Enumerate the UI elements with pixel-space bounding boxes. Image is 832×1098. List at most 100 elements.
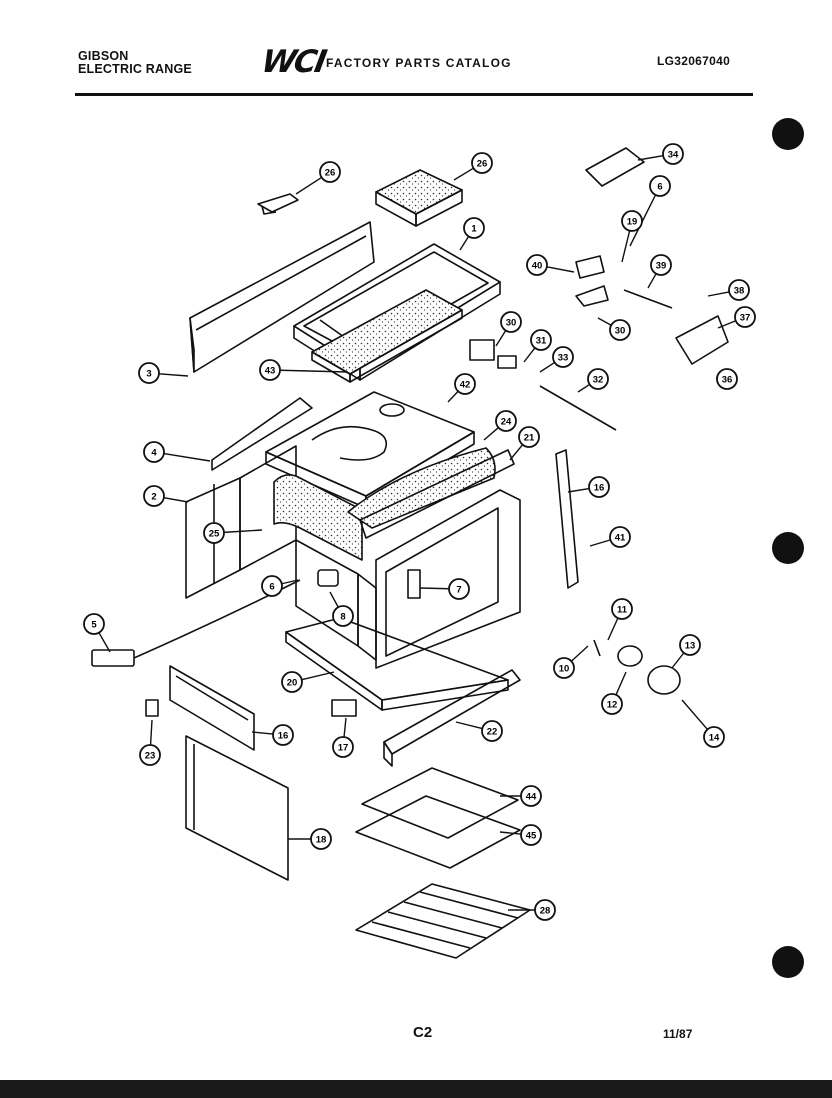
- callout-number: 24: [501, 417, 512, 428]
- callout-circle: [495, 410, 517, 432]
- callout-c26a: 26: [295, 161, 341, 195]
- callout-circle: [138, 362, 160, 384]
- catalog-date: 11/87: [663, 1027, 693, 1041]
- callout-c6b: 6: [629, 175, 671, 247]
- callout-number: 33: [558, 353, 569, 364]
- callout-circle: [662, 143, 684, 165]
- callout-leader: [279, 369, 349, 373]
- page-code: C2: [413, 1024, 433, 1041]
- insulation-pad-part: [311, 289, 463, 383]
- callout-c19: 19: [621, 210, 643, 263]
- callout-circle: [587, 368, 609, 390]
- callout-circle: [734, 306, 756, 328]
- callout-leader: [223, 529, 263, 534]
- callout-c1: 1: [459, 217, 485, 251]
- brand-line-1: GIBSON: [78, 49, 129, 63]
- rear-panel-part: [189, 221, 375, 373]
- catalog-title: FACTORY PARTS CATALOG: [326, 56, 512, 70]
- model-number: LG32067040: [657, 54, 731, 68]
- lower-bracket-part: [145, 665, 357, 751]
- callout-c20: 20: [281, 671, 335, 693]
- header-rule: [75, 93, 753, 96]
- callout-leader: [163, 452, 211, 462]
- callout-circle: [520, 785, 542, 807]
- callout-number: 19: [627, 217, 638, 228]
- callout-leader: [98, 632, 111, 653]
- callout-number: 40: [532, 261, 543, 272]
- callout-number: 30: [506, 318, 517, 329]
- callout-circle: [526, 254, 548, 276]
- callout-c34: 34: [637, 143, 684, 165]
- top-insulation-part: [375, 169, 463, 227]
- callout-leader: [281, 579, 299, 585]
- oven-cavity-part: [295, 489, 521, 669]
- callout-number: 36: [722, 375, 733, 386]
- callout-leader: [577, 383, 590, 393]
- rack-pad-part: [355, 767, 521, 869]
- callout-layer: 1234566781011121314161617181920212223242…: [83, 143, 756, 921]
- callout-number: 7: [456, 585, 461, 596]
- callout-leader: [707, 291, 730, 297]
- broiler-rack-part: [355, 883, 531, 959]
- callout-number: 11: [617, 605, 628, 616]
- callout-number: 13: [685, 641, 696, 652]
- callout-c17: 17: [332, 717, 354, 758]
- callout-c30a: 30: [495, 311, 522, 347]
- callout-number: 17: [338, 743, 349, 754]
- callout-c11: 11: [607, 598, 633, 641]
- callout-circle: [601, 693, 623, 715]
- callout-circle: [649, 175, 671, 197]
- callout-c38: 38: [707, 279, 750, 301]
- callout-c22: 22: [455, 720, 503, 742]
- callout-number: 26: [325, 168, 336, 179]
- callout-leader: [149, 719, 153, 746]
- callout-c18: 18: [288, 828, 332, 850]
- kick-plate-part: [383, 669, 521, 767]
- brand-name: GIBSON ELECTRIC RANGE: [78, 50, 192, 76]
- control-components-part: [469, 147, 729, 695]
- callout-leader: [453, 167, 474, 181]
- callout-circle: [728, 279, 750, 301]
- callout-circle: [203, 522, 225, 544]
- callout-number: 37: [740, 313, 751, 324]
- callout-leader: [647, 273, 657, 289]
- callout-circle: [332, 605, 354, 627]
- callout-circle: [703, 726, 725, 748]
- callout-number: 12: [607, 700, 618, 711]
- callout-circle: [471, 152, 493, 174]
- callout-number: 23: [145, 751, 156, 762]
- callout-c7: 7: [419, 578, 470, 600]
- callout-c6a: 6: [261, 575, 299, 597]
- callout-circle: [520, 824, 542, 846]
- callout-number: 31: [536, 336, 547, 347]
- bottom-frame-part: [285, 617, 509, 711]
- binder-hole-top: [772, 118, 804, 150]
- callout-number: 3: [146, 369, 151, 380]
- callout-circle: [609, 526, 631, 548]
- callout-leader: [301, 671, 335, 681]
- callout-number: 39: [656, 261, 667, 272]
- callout-number: 14: [709, 733, 720, 744]
- callout-leader: [447, 390, 459, 403]
- callout-circle: [463, 217, 485, 239]
- callout-number: 26: [477, 159, 488, 170]
- callout-leader: [570, 645, 589, 662]
- callout-leader: [597, 317, 612, 326]
- callout-number: 10: [559, 664, 570, 675]
- callout-c24: 24: [483, 410, 517, 441]
- callout-number: 43: [265, 366, 276, 377]
- oven-liner-part: [273, 447, 515, 561]
- callout-leader: [499, 831, 522, 835]
- callout-circle: [261, 575, 283, 597]
- callout-leader: [158, 373, 189, 377]
- callout-number: 41: [615, 533, 626, 544]
- callout-c2: 2: [143, 485, 189, 507]
- callout-leader: [717, 320, 737, 329]
- callout-number: 28: [540, 906, 551, 917]
- callout-c3: 3: [138, 362, 189, 384]
- callout-c16a: 16: [251, 724, 294, 746]
- callout-leader: [419, 587, 450, 590]
- callout-number: 22: [487, 727, 498, 738]
- callout-c36: 36: [715, 368, 738, 390]
- callout-c25: 25: [203, 522, 263, 544]
